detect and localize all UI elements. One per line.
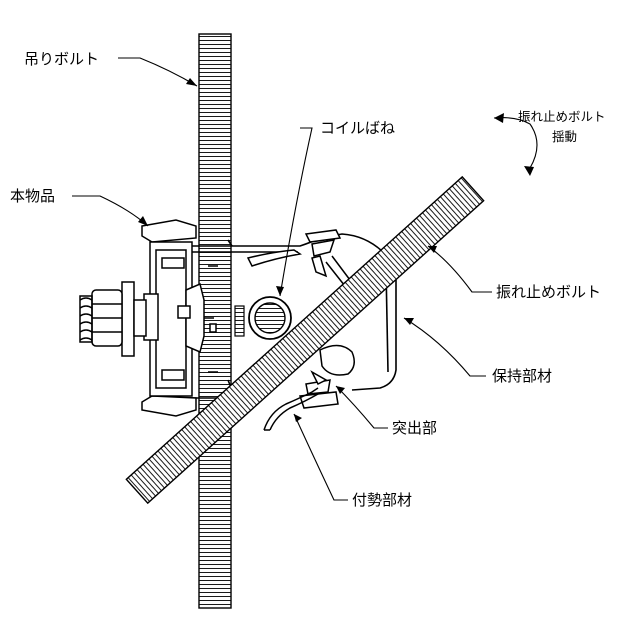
- label-product: 本物品: [10, 187, 55, 205]
- leader-lines: [72, 58, 537, 500]
- coil-spring: [235, 297, 291, 339]
- label-protrusion: 突出部: [392, 419, 437, 437]
- label-holding-member: 保持部材: [492, 367, 552, 385]
- product-fitting: [80, 220, 218, 416]
- label-sway-bolt: 振れ止めボルト: [496, 283, 601, 301]
- label-sway-bolt-swing-1: 振れ止めボルト: [518, 109, 606, 124]
- label-sway-bolt-swing-2: 揺動: [552, 129, 577, 144]
- label-coil-spring: コイルばね: [320, 119, 395, 137]
- label-hanging-bolt: 吊りボルト: [24, 50, 99, 68]
- label-biasing-member: 付勢部材: [352, 491, 412, 509]
